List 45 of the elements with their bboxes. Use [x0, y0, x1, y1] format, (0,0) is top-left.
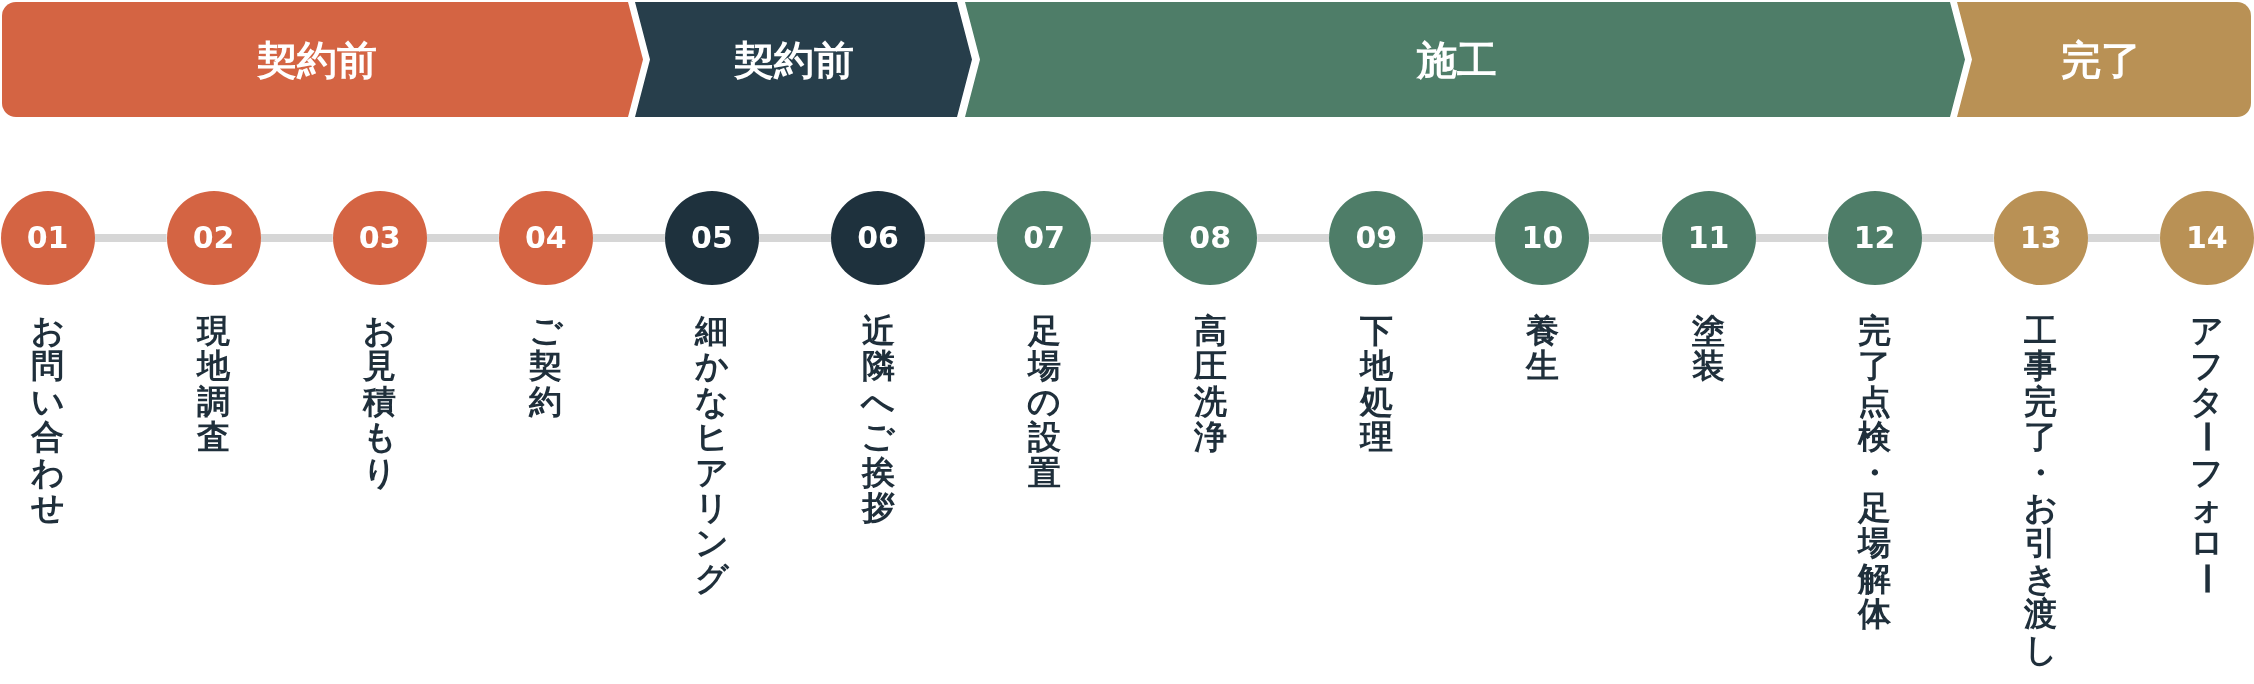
connector-line — [426, 234, 499, 242]
step-circle: 07 — [997, 191, 1092, 285]
connector-line — [1921, 234, 1994, 242]
connector-line — [1257, 234, 1330, 242]
step-label: 足場の設置 — [1026, 313, 1063, 491]
phase-banner: 完了 — [1957, 2, 2251, 117]
step-label: お問い合わせ — [29, 313, 66, 526]
step-circle: 03 — [332, 191, 427, 285]
step-circle: 02 — [166, 191, 261, 285]
step-label: 近隣へご挨拶 — [859, 313, 896, 526]
step-label: お見積もり — [361, 313, 398, 491]
step-circle: 01 — [0, 191, 95, 285]
connector-line — [1589, 234, 1662, 242]
phase-banner: 契約前 — [635, 2, 972, 117]
step-circle: 08 — [1163, 191, 1258, 285]
connector-line — [758, 234, 831, 242]
step-label: 細かなヒアリング — [693, 313, 730, 597]
step-label: アフターフォロー — [2187, 313, 2226, 597]
step-label: 現地調査 — [195, 313, 232, 455]
step-label: 塗装 — [1691, 313, 1726, 384]
step-circle: 06 — [831, 191, 925, 285]
step-label: ご契約 — [527, 313, 564, 420]
connector-line — [260, 234, 333, 242]
step-label: 完了点検・足場解体 — [1856, 313, 1893, 632]
connector-line — [1423, 234, 1496, 242]
step-circle: 04 — [498, 191, 593, 285]
step-circle: 13 — [1993, 191, 2088, 285]
connector-line — [1091, 234, 1164, 242]
step-label: 下地処理 — [1358, 313, 1394, 455]
step-label: 養生 — [1524, 313, 1560, 384]
phase-banner: 契約前 — [2, 2, 643, 117]
step-circle: 11 — [1661, 191, 1756, 285]
connector-line — [2087, 234, 2160, 242]
connector-line — [592, 234, 665, 242]
step-circle: 14 — [2159, 191, 2254, 285]
step-circle: 05 — [664, 191, 759, 285]
step-circle: 10 — [1495, 191, 1590, 285]
step-circle: 09 — [1329, 191, 1424, 285]
connector-line — [925, 234, 998, 242]
step-label: 工事完了・お引き渡し — [2022, 313, 2059, 668]
connector-line — [94, 234, 167, 242]
connector-line — [1755, 234, 1828, 242]
phase-banner: 施工 — [965, 2, 1965, 117]
step-circle: 12 — [1827, 191, 1922, 285]
step-label: 高圧洗浄 — [1192, 313, 1228, 455]
